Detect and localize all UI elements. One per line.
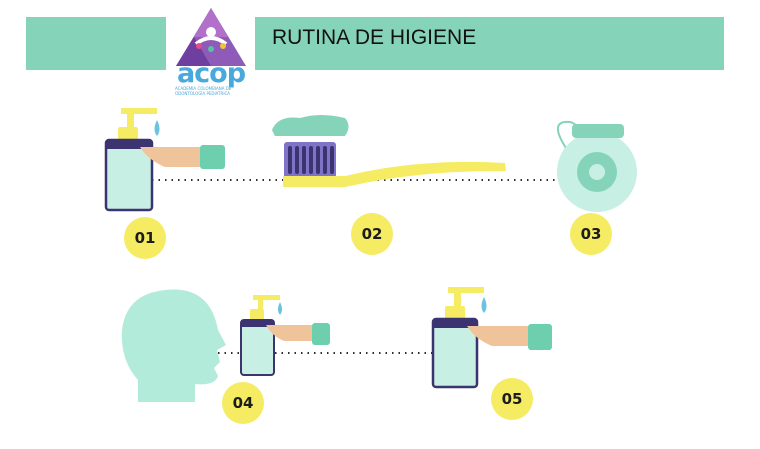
step-3-badge: 03	[570, 213, 612, 255]
hand-icon	[467, 324, 552, 350]
head-profile-icon	[121, 289, 226, 402]
toothbrush-icon	[272, 115, 506, 187]
step-4-badge: 04	[222, 382, 264, 424]
logo-wordmark: acop	[176, 58, 246, 89]
logo-subtitle: ACADEMIA COLOMBIANA DE ODONTOLOGÍA PEDIÁ…	[175, 86, 232, 96]
step-1-badge: 01	[124, 217, 166, 259]
hand-icon	[266, 323, 330, 345]
acop-logo-icon	[176, 8, 246, 66]
page-title: RUTINA DE HIGIENE	[272, 26, 477, 49]
hand-soap-dispenser-icon	[240, 295, 282, 376]
hand-icon	[140, 145, 225, 169]
hand-soap-dispenser-icon	[104, 108, 160, 212]
dental-floss-icon	[557, 120, 637, 212]
step-2-badge: 02	[351, 213, 393, 255]
step-5-badge: 05	[491, 378, 533, 420]
header-banner-right	[255, 17, 724, 70]
hand-soap-dispenser-icon	[431, 287, 487, 389]
header-banner-left	[26, 17, 166, 70]
